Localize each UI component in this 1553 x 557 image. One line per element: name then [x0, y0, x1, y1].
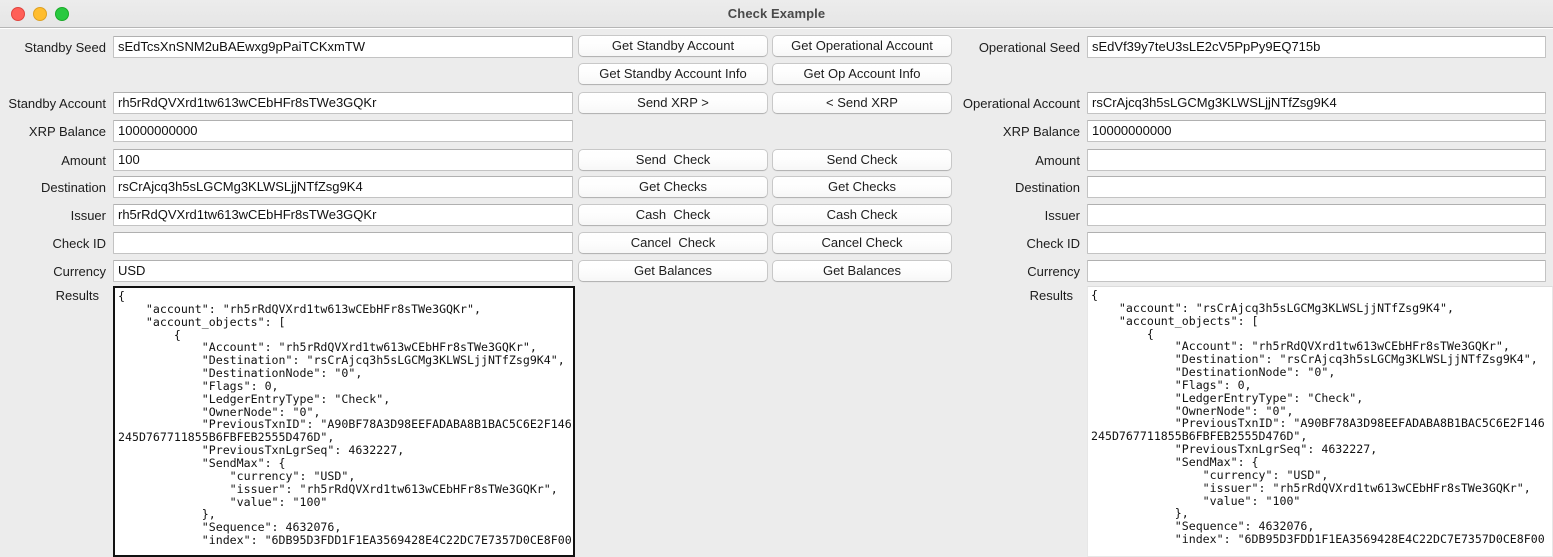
- field-row-operational-check-id: Check ID: [960, 232, 1553, 254]
- button-get-standby-account[interactable]: Get Standby Account: [578, 35, 768, 57]
- label-standby-destination: Destination: [40, 179, 106, 195]
- button-operational-cancel-check[interactable]: Cancel Check: [772, 232, 952, 254]
- field-row-operational-currency: Currency: [960, 260, 1553, 282]
- label-standby-currency: Currency: [53, 263, 106, 279]
- field-row-standby-check-id: Check ID: [0, 232, 573, 254]
- input-operational-currency[interactable]: [1087, 260, 1546, 282]
- standby-results-textarea[interactable]: { "account": "rh5rRdQVXrd1tw613wCEbHFr8s…: [113, 286, 575, 557]
- label-standby-xrp-balance: XRP Balance: [28, 123, 106, 139]
- field-row-operational-xrp-balance: XRP Balance 10000000000: [960, 120, 1553, 142]
- label-operational-destination: Destination: [1014, 179, 1080, 195]
- operational-results-textarea[interactable]: { "account": "rsCrAjcq3h5sLGCMg3KLWSLjjN…: [1087, 286, 1553, 557]
- label-operational-seed: Operational Seed: [978, 39, 1080, 55]
- field-row-operational-destination: Destination: [960, 176, 1553, 198]
- field-row-operational-amount: Amount: [960, 149, 1553, 171]
- input-standby-issuer[interactable]: rh5rRdQVXrd1tw613wCEbHFr8sTWe3GQKr: [113, 204, 573, 226]
- field-row-standby-destination: Destination rsCrAjcq3h5sLGCMg3KLWSLjjNTf…: [0, 176, 573, 198]
- button-standby-send-check[interactable]: Send Check: [578, 149, 768, 171]
- input-operational-seed[interactable]: sEdVf39y7teU3sLE2cV5PpPy9EQ715b: [1087, 36, 1546, 58]
- label-operational-issuer: Issuer: [1044, 207, 1080, 223]
- label-operational-amount: Amount: [1035, 152, 1080, 168]
- button-operational-cash-check[interactable]: Cash Check: [772, 204, 952, 226]
- input-operational-destination[interactable]: [1087, 176, 1546, 198]
- input-standby-currency[interactable]: USD: [113, 260, 573, 282]
- minimize-button[interactable]: [33, 6, 47, 21]
- field-row-standby-account: Standby Account rh5rRdQVXrd1tw613wCEbHFr…: [0, 92, 573, 114]
- label-operational-xrp-balance: XRP Balance: [1002, 123, 1080, 139]
- field-row-standby-amount: Amount 100: [0, 149, 573, 171]
- label-standby-account: Standby Account: [8, 95, 106, 111]
- button-operational-send-check[interactable]: Send Check: [772, 149, 952, 171]
- label-operational-results: Results: [1029, 288, 1073, 303]
- field-row-standby-issuer: Issuer rh5rRdQVXrd1tw613wCEbHFr8sTWe3GQK…: [0, 204, 573, 226]
- input-standby-account[interactable]: rh5rRdQVXrd1tw613wCEbHFr8sTWe3GQKr: [113, 92, 573, 114]
- input-standby-destination[interactable]: rsCrAjcq3h5sLGCMg3KLWSLjjNTfZsg9K4: [113, 176, 573, 198]
- button-standby-cancel-check[interactable]: Cancel Check: [578, 232, 768, 254]
- field-row-standby-seed: Standby Seed sEdTcsXnSNM2uBAEwxg9pPaiTCK…: [0, 36, 573, 58]
- button-get-standby-account-info[interactable]: Get Standby Account Info: [578, 63, 768, 85]
- input-operational-xrp-balance[interactable]: 10000000000: [1087, 120, 1546, 142]
- zoom-button[interactable]: [55, 6, 69, 21]
- input-operational-amount[interactable]: [1087, 149, 1546, 171]
- input-operational-check-id[interactable]: [1087, 232, 1546, 254]
- close-button[interactable]: [11, 6, 25, 21]
- main-content: Standby Seed sEdTcsXnSNM2uBAEwxg9pPaiTCK…: [0, 28, 1553, 557]
- title-bar: Check Example: [0, 0, 1553, 28]
- label-operational-currency: Currency: [1027, 263, 1080, 279]
- input-standby-xrp-balance[interactable]: 10000000000: [113, 120, 573, 142]
- input-standby-check-id[interactable]: [113, 232, 573, 254]
- button-standby-get-checks[interactable]: Get Checks: [578, 176, 768, 198]
- window-controls: [11, 6, 69, 21]
- label-standby-results: Results: [55, 288, 99, 303]
- button-get-op-account-info[interactable]: Get Op Account Info: [772, 63, 952, 85]
- label-standby-issuer: Issuer: [70, 207, 106, 223]
- label-operational-check-id: Check ID: [1026, 235, 1080, 251]
- field-row-standby-xrp-balance: XRP Balance 10000000000: [0, 120, 573, 142]
- button-operational-get-checks[interactable]: Get Checks: [772, 176, 952, 198]
- input-operational-issuer[interactable]: [1087, 204, 1546, 226]
- button-send-xrp-right[interactable]: Send XRP >: [578, 92, 768, 114]
- button-standby-cash-check[interactable]: Cash Check: [578, 204, 768, 226]
- label-standby-seed: Standby Seed: [24, 39, 106, 55]
- button-operational-get-balances[interactable]: Get Balances: [772, 260, 952, 282]
- button-send-xrp-left[interactable]: < Send XRP: [772, 92, 952, 114]
- button-standby-get-balances[interactable]: Get Balances: [578, 260, 768, 282]
- label-standby-check-id: Check ID: [52, 235, 106, 251]
- field-row-standby-currency: Currency USD: [0, 260, 573, 282]
- field-row-operational-seed: Operational Seed sEdVf39y7teU3sLE2cV5PpP…: [960, 36, 1553, 58]
- button-get-operational-account[interactable]: Get Operational Account: [772, 35, 952, 57]
- label-standby-amount: Amount: [61, 152, 106, 168]
- field-row-operational-account: Operational Account rsCrAjcq3h5sLGCMg3KL…: [960, 92, 1553, 114]
- input-operational-account[interactable]: rsCrAjcq3h5sLGCMg3KLWSLjjNTfZsg9K4: [1087, 92, 1546, 114]
- field-row-operational-issuer: Issuer: [960, 204, 1553, 226]
- input-standby-amount[interactable]: 100: [113, 149, 573, 171]
- input-standby-seed[interactable]: sEdTcsXnSNM2uBAEwxg9pPaiTCKxmTW: [113, 36, 573, 58]
- window-title: Check Example: [727, 6, 826, 21]
- label-operational-account: Operational Account: [962, 95, 1080, 111]
